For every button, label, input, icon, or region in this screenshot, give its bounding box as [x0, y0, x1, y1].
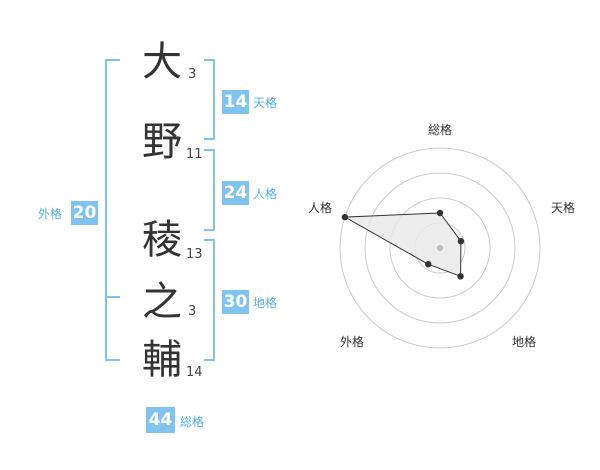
radar-center-dot	[437, 245, 443, 251]
radar-axis-label-2: 天格	[551, 200, 575, 215]
radar-point-5	[341, 213, 349, 221]
radar-axis-label-5: 人格	[308, 200, 332, 215]
radar-points	[341, 209, 465, 280]
gaikaku-badge: 20	[71, 201, 98, 225]
radar-point-2	[457, 238, 465, 245]
radar-axis-label-1: 総格	[428, 122, 452, 137]
soukaku-label: 総格	[180, 415, 205, 429]
radar-point-1	[436, 209, 444, 217]
name-char-4: 之	[142, 279, 182, 325]
jinkaku-badge: 24	[222, 181, 249, 205]
chikaku-bracket	[204, 239, 215, 361]
gaikaku-label: 外格	[38, 207, 63, 221]
soukaku-badge: 44	[146, 407, 175, 433]
name-char-3: 稜	[142, 217, 182, 263]
radar-ring-3	[364, 172, 516, 324]
tenkaku-badge: 14	[222, 90, 249, 114]
stroke-count-5: 14	[186, 365, 203, 380]
jinkaku-label: 人格	[253, 187, 278, 201]
jinkaku-bracket	[204, 149, 215, 231]
tenkaku-label: 天格	[253, 96, 278, 110]
radar-axis-label-3: 地格	[512, 334, 536, 349]
radar-point-4	[425, 260, 432, 268]
chikaku-badge: 30	[222, 290, 249, 314]
name-char-1: 大	[142, 39, 182, 85]
radar-point-3	[457, 273, 464, 280]
stroke-count-3: 13	[186, 247, 203, 262]
gaikaku-bracket	[105, 59, 120, 361]
radar-ring-2	[389, 197, 491, 299]
radar-polygon	[343, 212, 462, 278]
radar-axis-label-4: 外格	[340, 334, 364, 349]
name-char-5: 輔	[142, 337, 182, 383]
radar-ring-4	[339, 147, 541, 349]
stroke-count-4: 3	[188, 304, 197, 319]
name-char-2: 野	[142, 119, 182, 165]
stroke-count-1: 3	[188, 67, 197, 82]
chikaku-label: 地格	[253, 296, 278, 310]
tenkaku-bracket	[204, 59, 215, 140]
stroke-count-2: 11	[186, 147, 203, 162]
